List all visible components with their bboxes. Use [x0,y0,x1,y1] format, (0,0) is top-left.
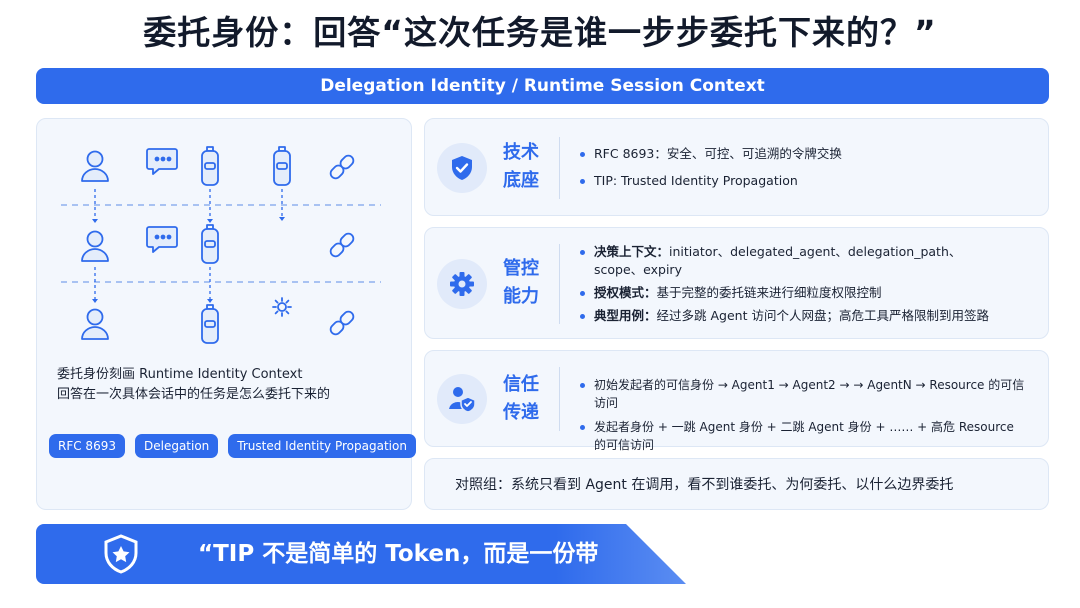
contrast-note-card: 对照组：系统只看到 Agent 在调用，看不到谁委托、为何委托、以什么边界委托 [424,458,1049,510]
card-trust-propagation: 信任 传递 初始发起者的可信身份 → Agent1 → Agent2 → → A… [424,350,1049,452]
link-icon [329,310,355,336]
quote-bar: “TIP 不是简单的 Token，而是一份带 [36,524,686,584]
card-tech-foundation: 技术 底座 RFC 8693：安全、可控、可追溯的令牌交换 TIP: Trust… [424,118,1049,216]
list-item: 初始发起者的可信身份 → Agent1 → Agent2 → → AgentN … [578,376,1034,412]
desc-line: 委托身份刻画 Runtime Identity Context [57,367,303,382]
list-item: TIP: Trusted Identity Propagation [578,172,1034,190]
gear-icon [272,297,292,317]
user-icon [81,230,109,262]
page-title: 委托身份：回答“这次任务是谁一步步委托下来的？” [143,13,937,52]
agent-device-icon [201,304,219,344]
user-icon [81,150,109,182]
chip-rfc8693: RFC 8693 [49,434,125,458]
shield-check-icon [437,143,487,193]
list-item: RFC 8693：安全、可控、可追溯的令牌交换 [578,145,1034,163]
user-shield-icon [437,374,487,424]
card-label: 信任 传递 [503,374,539,423]
link-icon [329,154,355,180]
list-item: 决策上下文：initiator、delegated_agent、delegati… [578,243,1034,279]
chat-icon [146,148,178,175]
agent-device-icon [273,146,291,186]
agent-device-icon [201,146,219,186]
section-banner: Delegation Identity / Runtime Session Co… [36,68,1049,104]
list-item: 授权模式：基于完整的委托链来进行细粒度权限控制 [578,284,1034,302]
list-item: 典型用例：经过多跳 Agent 访问个人网盘；高危工具严格限制到用签路 [578,307,1034,325]
tag-chips: RFC 8693 Delegation Trusted Identity Pro… [49,434,416,458]
user-icon [81,308,109,340]
card-label: 技术 底座 [503,142,539,191]
gear-icon [437,259,487,309]
desc-line: 回答在一次具体会话中的任务是怎么委托下来的 [57,387,331,402]
chip-tip: Trusted Identity Propagation [228,434,416,458]
link-icon [329,232,355,258]
delegation-flow-diagram [61,146,381,344]
quote-text: “TIP 不是简单的 Token，而是一份带 [198,541,599,567]
card-control-capability: 管控 能力 决策上下文：initiator、delegated_agent、de… [424,227,1049,339]
left-description: 委托身份刻画 Runtime Identity Context 回答在一次具体会… [57,365,397,405]
shield-star-icon [104,534,138,574]
left-panel: 委托身份刻画 Runtime Identity Context 回答在一次具体会… [36,118,416,510]
chat-icon [146,226,178,253]
contrast-note: 对照组：系统只看到 Agent 在调用，看不到谁委托、为何委托、以什么边界委托 [455,477,954,493]
chip-delegation: Delegation [134,434,219,458]
list-item: 发起者身份 + 一跳 Agent 身份 + 二跳 Agent 身份 + …… +… [578,418,1034,454]
agent-device-icon [201,224,219,264]
card-label: 管控 能力 [503,258,539,307]
